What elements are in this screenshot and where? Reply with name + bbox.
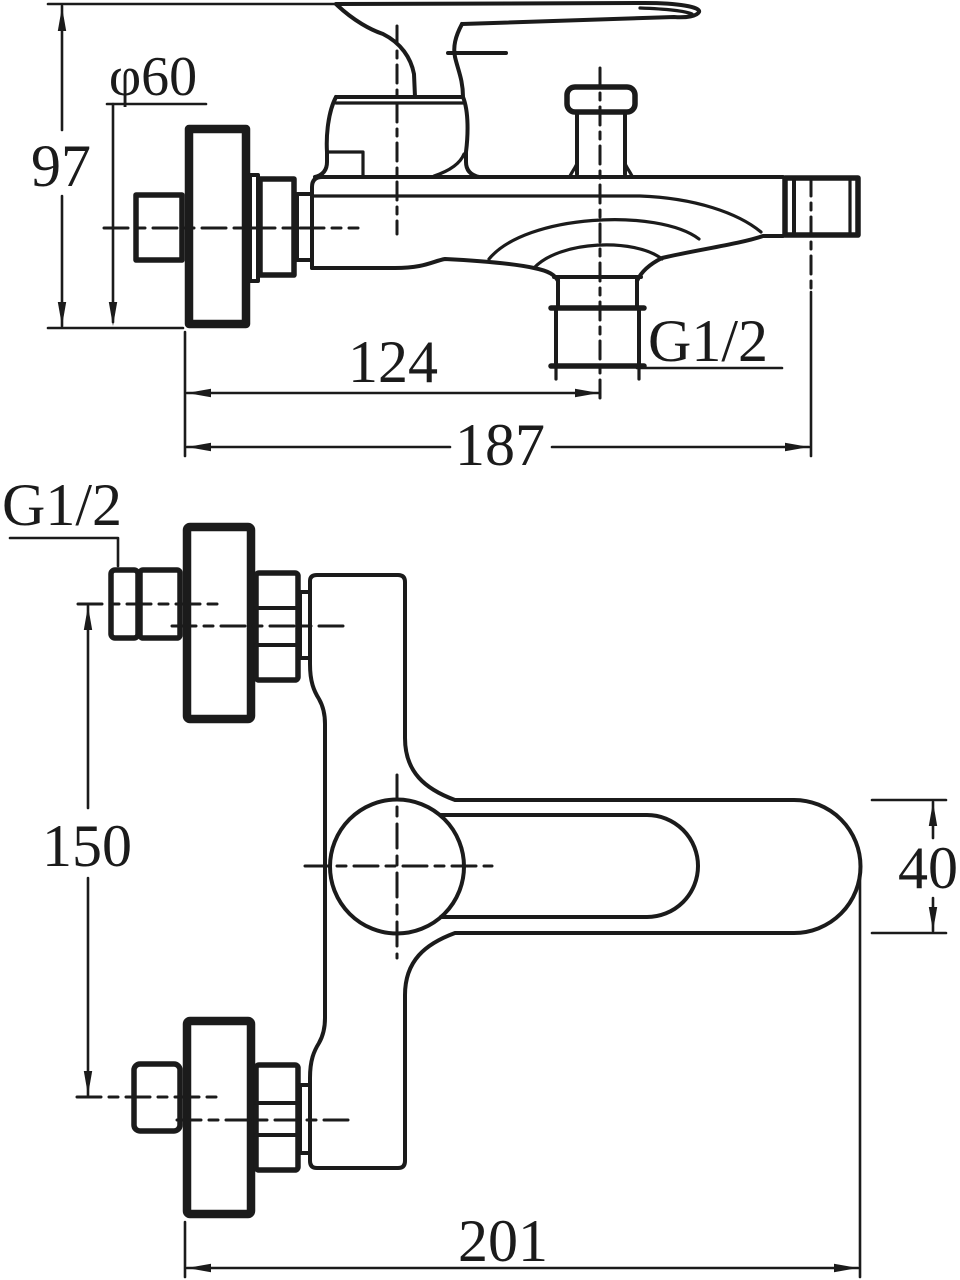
dim-150: 150 <box>42 604 132 1097</box>
shower-outlet <box>548 275 647 381</box>
front-view <box>75 522 863 1219</box>
dim-label-40: 40 <box>898 835 958 901</box>
handle-lever <box>334 1 701 99</box>
dim-97: 97 <box>31 2 347 330</box>
dim-thread-front: G1/2 <box>2 472 122 568</box>
spout-end-cap <box>782 175 861 238</box>
upper-inlet <box>108 522 312 724</box>
dim-dia60: φ60 <box>105 46 208 326</box>
dim-label-97: 97 <box>31 133 91 199</box>
dim-label-thread-side: G1/2 <box>648 308 768 374</box>
dim-label-dia60: φ60 <box>109 46 197 108</box>
front-body-outline <box>308 573 863 1170</box>
dim-124: 124 <box>183 329 601 458</box>
lower-inlet <box>131 1016 312 1219</box>
dim-label-201: 201 <box>458 1208 548 1274</box>
dim-40: 40 <box>870 798 958 935</box>
side-view <box>102 1 861 406</box>
dim-thread-side: G1/2 <box>635 308 784 374</box>
side-view-centerlines <box>102 24 813 406</box>
faucet-body <box>310 175 785 283</box>
dim-201: 201 <box>183 867 862 1279</box>
front-view-centerlines <box>75 602 494 1122</box>
dim-187: 187 <box>185 290 813 478</box>
cartridge-dome <box>313 95 481 179</box>
dim-label-150: 150 <box>42 813 132 879</box>
dim-label-thread-front: G1/2 <box>2 472 122 538</box>
dim-label-124: 124 <box>348 329 438 395</box>
dim-label-187: 187 <box>455 412 545 478</box>
